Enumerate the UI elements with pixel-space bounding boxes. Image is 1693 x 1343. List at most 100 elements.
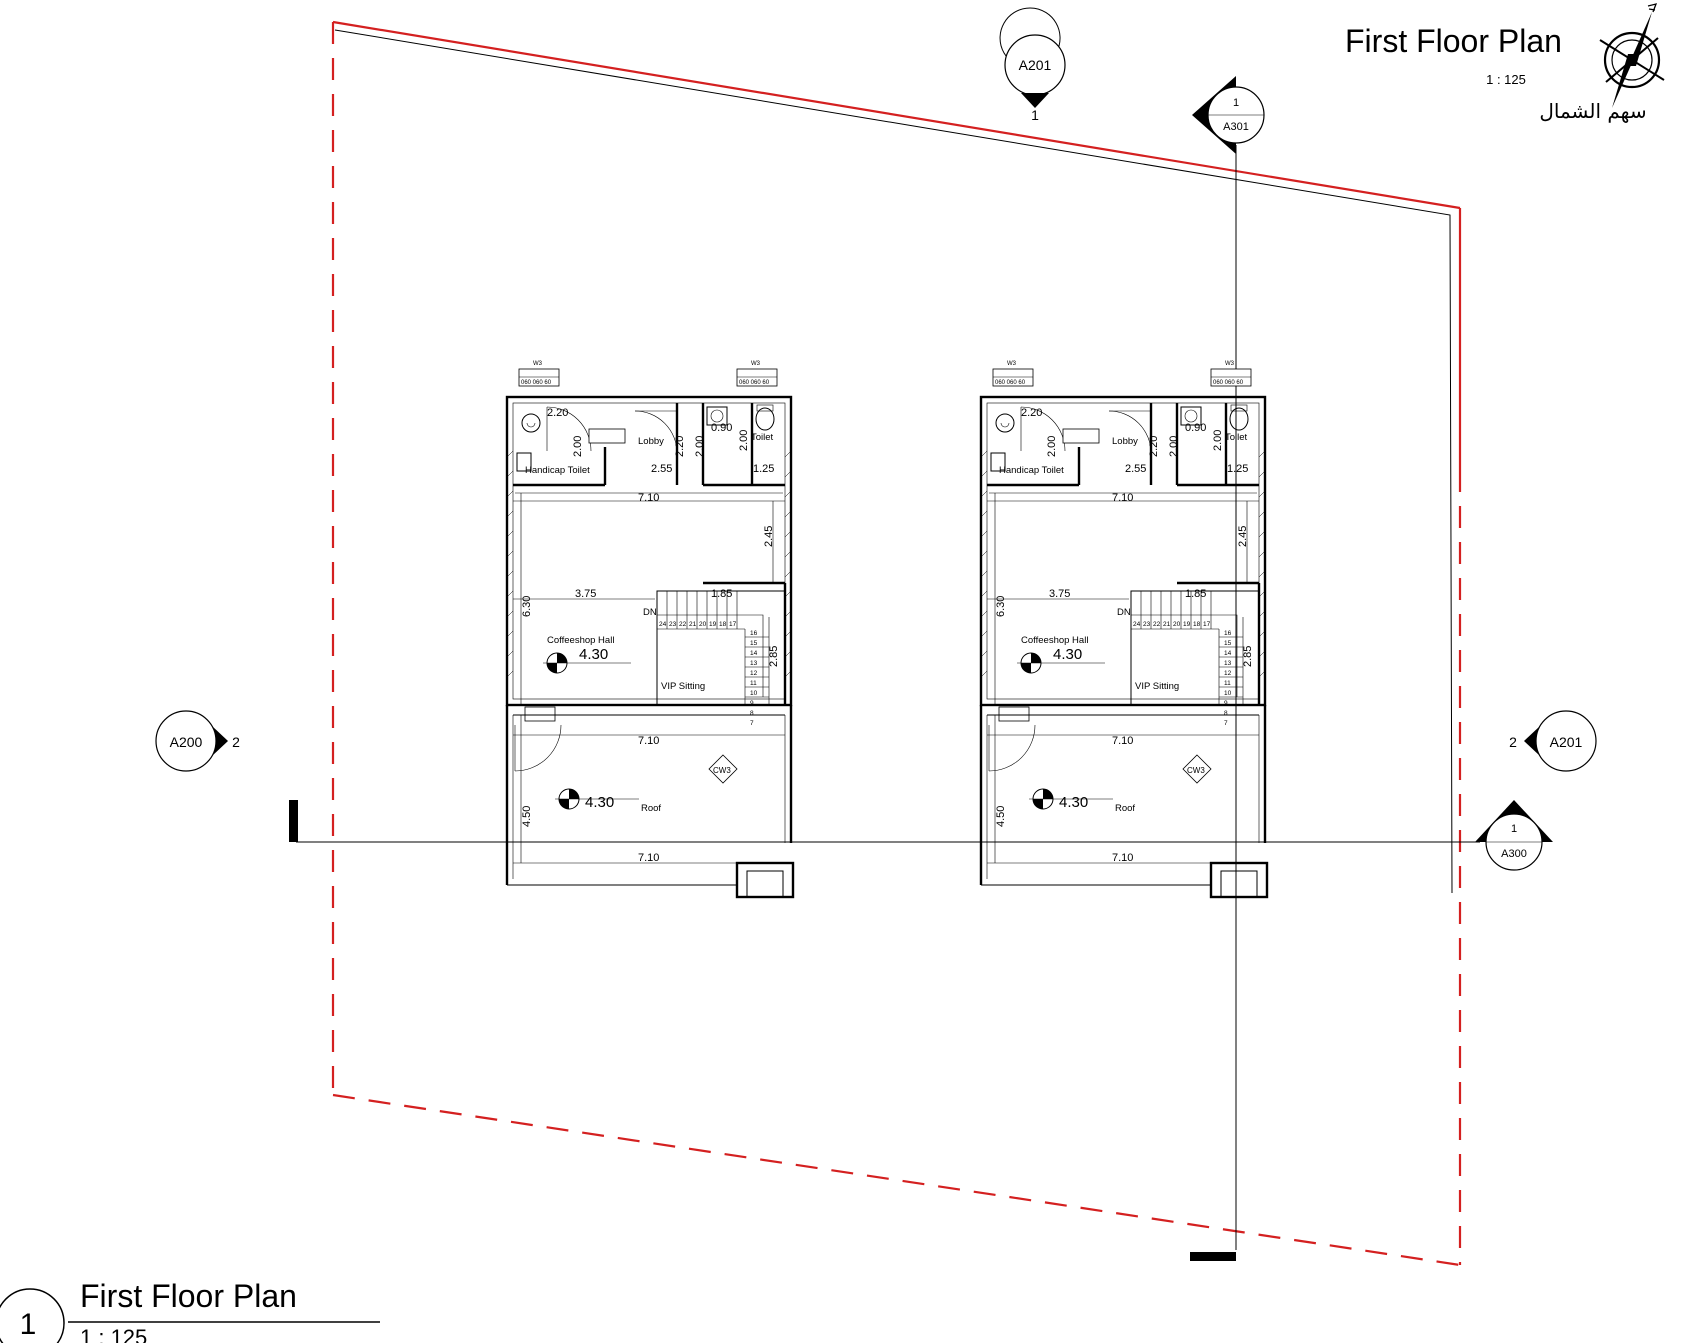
window-dims-2: 060 060 60 [739,380,770,386]
dim-255: 2.55 [651,463,672,475]
window-dims-1: 060 060 60 [521,380,552,386]
dim-220-top: 2.20 [1021,407,1042,419]
room-toilet: Toilet [751,432,774,443]
stair-step-number: 8 [750,710,754,717]
level-roof: 4.30 [1059,794,1088,811]
north-arrow-icon [1599,3,1665,108]
section-marker-right[interactable]: 1 A300 [1475,800,1553,871]
dim-710-c: 7.10 [638,852,659,864]
stair-dn: DN [1117,607,1131,618]
sec-top-num: 1 [1233,97,1239,109]
room-coffeeshop-hall: Coffeeshop Hall [1021,635,1088,646]
stair-step-number: 9 [1224,700,1228,707]
stair-step-number: 22 [1153,621,1161,628]
stair-step-number: 11 [750,680,757,687]
window-dims-1: 060 060 60 [995,380,1026,386]
unit-left-labels: Lobby Toilet Handicap Toilet Coffeeshop … [521,361,780,864]
stair-step-number: 19 [709,621,717,628]
room-lobby: Lobby [638,436,664,447]
room-toilet: Toilet [1225,432,1248,443]
stair-step-number: 16 [750,630,758,637]
room-roof: Roof [1115,803,1135,814]
stair-step-number: 15 [1224,640,1232,647]
stair-step-number: 7 [1224,720,1228,727]
stair-step-number: 13 [750,660,758,667]
elev-right-sheet: A201 [1550,734,1583,750]
stair-step-number: 18 [719,621,727,628]
view-scale: 1 : 125 [80,1325,147,1343]
dim-285: 2.85 [768,646,780,667]
elev-left-sheet: A200 [170,734,203,750]
elevation-marker-left[interactable]: A200 2 [155,710,240,772]
stair-step-number: 10 [750,690,758,697]
stair-step-number: 9 [750,700,754,707]
stair-step-number: 17 [729,621,737,628]
stair-step-number: 21 [689,621,697,628]
section-line-vertical [1190,145,1237,1261]
header-title: First Floor Plan [1345,23,1562,59]
stair-step-number: 24 [1133,621,1141,628]
room-vip-sitting: VIP Sitting [1135,681,1179,692]
dim-255: 2.55 [1125,463,1146,475]
dim-200-c: 2.00 [1168,436,1180,457]
dim-125: 1.25 [1227,463,1248,475]
elev-right-num: 2 [1509,734,1517,750]
stair-step-number: 23 [1143,621,1151,628]
dim-630: 6.30 [521,596,533,617]
elev-left-num: 2 [232,734,240,750]
stair-step-number: 16 [1224,630,1232,637]
elevation-marker-right[interactable]: A201 2 [1509,710,1597,772]
stair-step-number: 12 [1224,670,1232,677]
unit-right-labels: Lobby Toilet Handicap Toilet Coffeeshop … [995,361,1254,864]
sec-right-sheet: A300 [1501,848,1527,860]
dim-710-b: 7.10 [1112,735,1133,747]
elev-top-num: 1 [1031,107,1039,123]
stair-step-number: 23 [669,621,677,628]
stair-step-number: 15 [750,640,758,647]
stair-step-number: 19 [1183,621,1191,628]
cw-tag: CW3 [1187,766,1205,775]
header-title-block: First Floor Plan 1 : 125 [1345,23,1562,87]
dim-450: 4.50 [521,806,533,827]
dim-710-c: 7.10 [1112,852,1133,864]
stair-step-number: 24 [659,621,667,628]
sec-top-sheet: A301 [1223,121,1249,133]
dim-245: 2.45 [1237,526,1249,547]
window-dims-2: 060 060 60 [1213,380,1244,386]
stair-step-number: 7 [750,720,754,727]
room-roof: Roof [641,803,661,814]
sec-right-num: 1 [1511,823,1517,835]
view-title-block: 1 First Floor Plan 1 : 125 [0,1278,380,1343]
dim-185: 1.85 [711,588,732,600]
section-marker-top[interactable]: 1 A301 [1192,76,1265,154]
window-tag-2: W3 [751,361,761,367]
dim-200-d: 2.00 [738,430,750,451]
dim-200-a: 2.00 [1046,436,1058,457]
dim-200-c: 2.00 [694,436,706,457]
stair-step-number: 20 [1173,621,1181,628]
room-vip-sitting: VIP Sitting [661,681,705,692]
room-coffeeshop-hall: Coffeeshop Hall [547,635,614,646]
section-line-horizontal [289,800,1480,843]
view-number: 1 [20,1308,37,1341]
dim-285: 2.85 [1242,646,1254,667]
stair-step-number: 12 [750,670,758,677]
north-arrow-label: سهم الشمال [1539,99,1646,123]
stair-step-number: 8 [1224,710,1228,717]
dim-220-b: 2.20 [1148,436,1160,457]
dim-090: 0.90 [1185,422,1206,434]
elevation-marker-top[interactable]: A201 1 [999,7,1066,123]
room-lobby: Lobby [1112,436,1138,447]
room-handicap-toilet: Handicap Toilet [525,465,590,476]
room-handicap-toilet: Handicap Toilet [999,465,1064,476]
dim-450: 4.50 [995,806,1007,827]
stair-step-number: 22 [679,621,687,628]
stair-step-number: 17 [1203,621,1211,628]
level-hall: 4.30 [1053,646,1082,663]
elev-top-sheet: A201 [1019,57,1052,73]
dim-185: 1.85 [1185,588,1206,600]
header-scale: 1 : 125 [1486,72,1526,87]
site-boundary [331,20,1462,1267]
